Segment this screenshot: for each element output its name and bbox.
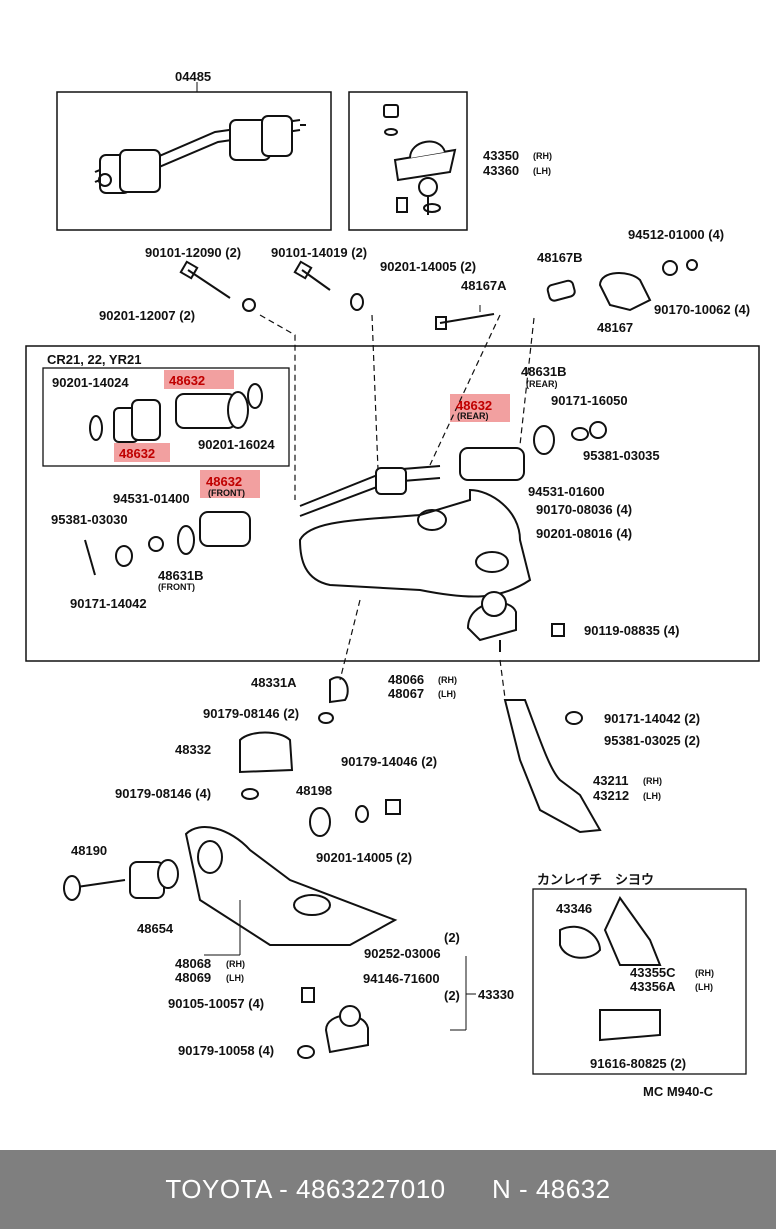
callout-94531-01600: 94531-01600 — [528, 484, 605, 499]
callout-43360: 43360 — [483, 163, 519, 178]
callout-94146-71600: 94146-71600 — [363, 971, 440, 986]
callout-90171-14042-b: 90171-14042 (2) — [604, 711, 700, 726]
callout-48167A: 48167A — [461, 278, 507, 293]
callout-43356A-side: (LH) — [695, 982, 713, 992]
upper-arm-box — [25, 345, 760, 662]
callout-48631B-rear-side: (REAR) — [526, 379, 558, 389]
callout-90201-16024: 90201-16024 — [198, 437, 275, 452]
callout-90171-14042-a: 90171-14042 — [70, 596, 147, 611]
callout-48632-d-side: (FRONT) — [208, 488, 245, 498]
callout-48632-a: 48632 — [169, 373, 205, 388]
upper-arm-drawing — [84, 421, 607, 652]
highlight-48632-d — [200, 470, 260, 498]
callout-90170-10062: 90170-10062 (4) — [654, 302, 750, 317]
callout-48654: 48654 — [137, 921, 174, 936]
callout-90119-08835: 90119-08835 (4) — [584, 623, 679, 638]
cold-region-box — [532, 888, 747, 1075]
callout-95381-03025: 95381-03025 (2) — [604, 733, 700, 748]
callout-43360-side: (LH) — [533, 166, 551, 176]
callout-48067: 48067 — [388, 686, 424, 701]
callout-cold-region: カンレイチ シヨウ — [537, 872, 654, 887]
callout-43350-side: (RH) — [533, 151, 552, 161]
callout-48632-c: 48632 — [456, 398, 492, 413]
callout-90171-16050: 90171-16050 — [551, 393, 628, 408]
callout-48069: 48069 — [175, 970, 211, 985]
callout-48631B-rear: 48631B — [521, 364, 567, 379]
highlight-48632-c — [450, 394, 510, 422]
callout-90201-14005-b: 90201-14005 (2) — [316, 850, 412, 865]
callout-43346: 43346 — [556, 901, 592, 916]
callout-48068-side: (RH) — [226, 959, 245, 969]
callout-figure-code: MC M940-C — [643, 1084, 714, 1099]
callout-48332: 48332 — [175, 742, 211, 757]
variant-bushings-drawing — [89, 383, 263, 443]
callout-48067-side: (LH) — [438, 689, 456, 699]
callout-90105-10057: 90105-10057 (4) — [168, 996, 264, 1011]
callout-90252-03006: 90252-03006 — [364, 946, 441, 961]
callout-90201-12007: 90201-12007 (2) — [99, 308, 195, 323]
footer-part-info: TOYOTA - 4863227010 N - 48632 — [165, 1174, 611, 1204]
callout-94512-01000: 94512-01000 (4) — [628, 227, 724, 242]
callout-48632-d: 48632 — [206, 474, 242, 489]
suspension-parts-diagram: 04485 43350 (RH) 43360 (LH) 90101-12090 … — [25, 69, 760, 1099]
callout-48066: 48066 — [388, 672, 424, 687]
callout-90170-08036: 90170-08036 (4) — [536, 502, 632, 517]
callout-48167B: 48167B — [537, 250, 583, 265]
highlight-48632-a — [164, 370, 234, 389]
callout-48631B-front: 48631B — [158, 568, 204, 583]
callout-qty-2-a: (2) — [444, 930, 460, 945]
stabilizer-box — [56, 91, 332, 231]
callout-04485: 04485 — [175, 69, 211, 84]
callout-43355C-side: (RH) — [695, 968, 714, 978]
callout-90201-08016: 90201-08016 (4) — [536, 526, 632, 541]
callout-90179-08146-b: 90179-08146 (4) — [115, 786, 211, 801]
callout-48167: 48167 — [597, 320, 633, 335]
callout-48066-side: (RH) — [438, 675, 457, 685]
callout-48632-b: 48632 — [119, 446, 155, 461]
callout-90179-08146-a: 90179-08146 (2) — [203, 706, 299, 721]
callout-43211: 43211 — [593, 773, 628, 788]
callout-94531-01400: 94531-01400 — [113, 491, 190, 506]
callout-95381-03030: 95381-03030 — [51, 512, 128, 527]
callout-43356A: 43356A — [630, 979, 676, 994]
callout-48069-side: (LH) — [226, 973, 244, 983]
callout-43330: 43330 — [478, 987, 514, 1002]
bolts-top-drawing — [179, 259, 698, 330]
ball-joint-box — [348, 91, 468, 231]
highlight-48632-b — [114, 443, 170, 462]
callout-model-variant: CR21, 22, YR21 — [47, 352, 141, 367]
callout-90101-12090: 90101-12090 (2) — [145, 245, 241, 260]
callout-qty-2-b: (2) — [444, 988, 460, 1003]
callout-90101-14019: 90101-14019 (2) — [271, 245, 367, 260]
callout-lines — [196, 82, 481, 1031]
callout-48198: 48198 — [296, 783, 332, 798]
variant-box — [42, 367, 290, 467]
callout-48068: 48068 — [175, 956, 211, 971]
callout-90201-14005-a: 90201-14005 (2) — [380, 259, 476, 274]
ball-joint-43350-drawing — [383, 104, 457, 215]
callouts: 04485 43350 (RH) 43360 (LH) 90101-12090 … — [47, 69, 750, 1099]
callout-48190: 48190 — [71, 843, 107, 858]
stabilizer-bar-drawing — [94, 115, 306, 194]
callout-43350: 43350 — [483, 148, 519, 163]
callout-48632-c-side: (REAR) — [457, 411, 489, 421]
leader-lines — [259, 314, 535, 699]
callout-91616-80825: 91616-80825 (2) — [590, 1056, 686, 1071]
callout-48631B-front-side: (FRONT) — [158, 582, 195, 592]
callout-90179-14046: 90179-14046 (2) — [341, 754, 437, 769]
callout-48331A: 48331A — [251, 675, 297, 690]
callout-90179-10058: 90179-10058 (4) — [178, 1043, 274, 1058]
callout-43211-side: (RH) — [643, 776, 662, 786]
callout-90201-14024: 90201-14024 — [52, 375, 129, 390]
callout-43212-side: (LH) — [643, 791, 661, 801]
knuckle-and-lower-arm-drawing — [63, 676, 662, 1059]
callout-43212: 43212 — [593, 788, 629, 803]
callout-43355C: 43355C — [630, 965, 676, 980]
callout-95381-03035: 95381-03035 — [583, 448, 660, 463]
part-number-footer: TOYOTA - 4863227010 N - 48632 — [0, 1150, 776, 1229]
